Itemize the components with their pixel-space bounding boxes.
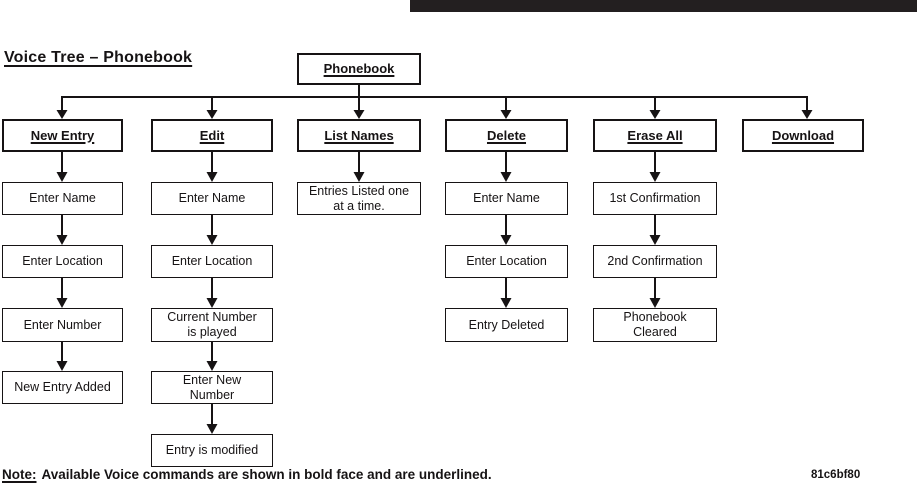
node-new-entry-label: New Entry — [30, 127, 95, 143]
node-edit-enter-new-number: Enter New Number — [151, 371, 273, 404]
footnote-prefix: Note: — [2, 467, 37, 482]
node-new-entry-enter-number: Enter Number — [2, 308, 123, 342]
node-edit-enter-location: Enter Location — [151, 245, 273, 278]
node-erase-all-label: Erase All — [627, 127, 683, 143]
node-new-entry: New Entry — [2, 119, 123, 152]
node-edit-label: Edit — [199, 127, 225, 143]
node-download-label: Download — [771, 127, 835, 143]
node-edit-entry-modified: Entry is modified — [151, 434, 273, 467]
footnote: Note: Available Voice commands are shown … — [2, 467, 492, 482]
node-new-entry-added: New Entry Added — [2, 371, 123, 404]
node-phonebook-label: Phonebook — [323, 61, 395, 77]
figure-code: 81c6bf80 — [811, 469, 861, 481]
node-delete-entry-deleted: Entry Deleted — [445, 308, 568, 342]
node-delete-label: Delete — [486, 127, 527, 143]
footnote-text: Available Voice commands are shown in bo… — [41, 467, 492, 482]
node-delete: Delete — [445, 119, 568, 152]
node-delete-enter-name: Enter Name — [445, 182, 568, 215]
node-edit-enter-name: Enter Name — [151, 182, 273, 215]
node-new-entry-enter-name: Enter Name — [2, 182, 123, 215]
node-phonebook: Phonebook — [297, 53, 421, 85]
node-new-entry-enter-location: Enter Location — [2, 245, 123, 278]
node-erase-all: Erase All — [593, 119, 717, 152]
node-download: Download — [742, 119, 864, 152]
page-title: Voice Tree – Phonebook — [4, 49, 193, 66]
node-erase-all-2nd-confirmation: 2nd Confirmation — [593, 245, 717, 278]
node-edit: Edit — [151, 119, 273, 152]
node-edit-current-number: Current Number is played — [151, 308, 273, 342]
node-erase-all-phonebook-cleared: Phonebook Cleared — [593, 308, 717, 342]
node-list-names-label: List Names — [324, 127, 394, 143]
node-delete-enter-location: Enter Location — [445, 245, 568, 278]
top-bar-decoration — [410, 0, 917, 12]
node-erase-all-1st-confirmation: 1st Confirmation — [593, 182, 717, 215]
node-list-names: List Names — [297, 119, 421, 152]
node-list-names-entries-listed: Entries Listed one at a time. — [297, 182, 421, 215]
